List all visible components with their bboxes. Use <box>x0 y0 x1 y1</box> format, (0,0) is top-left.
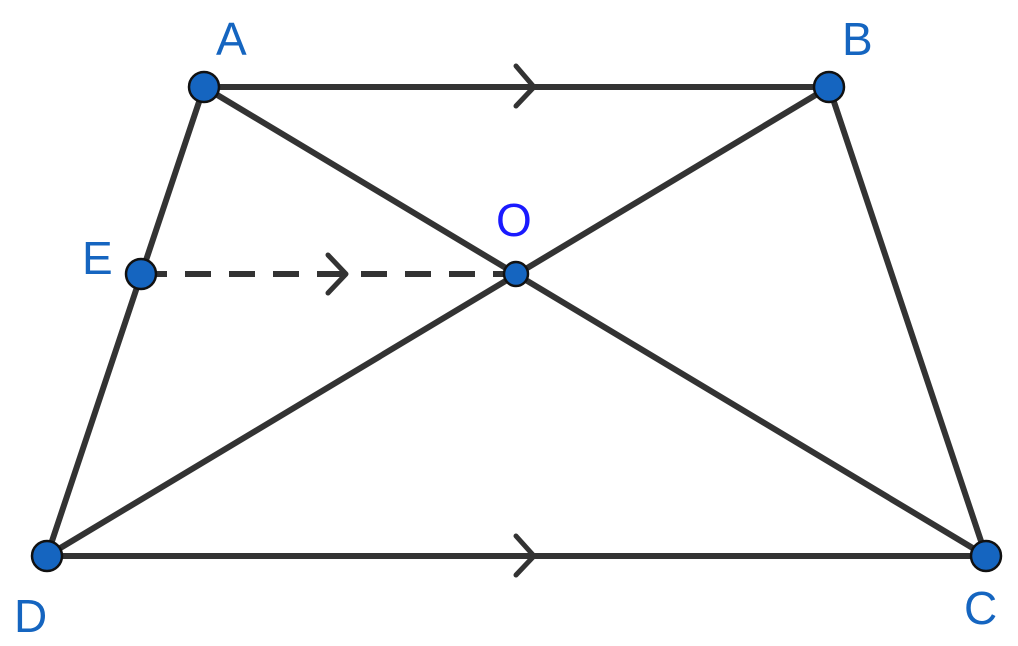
point-d <box>30 539 64 573</box>
label-c: C <box>964 582 997 634</box>
parallel-arrow-eo <box>325 252 349 296</box>
label-b: B <box>842 13 873 65</box>
parallel-arrow-ab <box>513 63 537 109</box>
label-e: E <box>82 232 113 284</box>
side-bc <box>826 84 989 559</box>
label-d: D <box>14 590 47 642</box>
side-da <box>44 84 207 559</box>
label-o: O <box>496 194 532 246</box>
parallel-arrow-dc <box>513 533 537 578</box>
diagonal-ac <box>201 84 989 559</box>
point-a <box>187 70 221 104</box>
label-a: A <box>216 13 247 65</box>
point-o <box>502 260 530 288</box>
point-c <box>969 539 1003 573</box>
point-b <box>812 70 846 104</box>
point-e <box>124 257 158 291</box>
diagonal-bd <box>44 84 832 559</box>
